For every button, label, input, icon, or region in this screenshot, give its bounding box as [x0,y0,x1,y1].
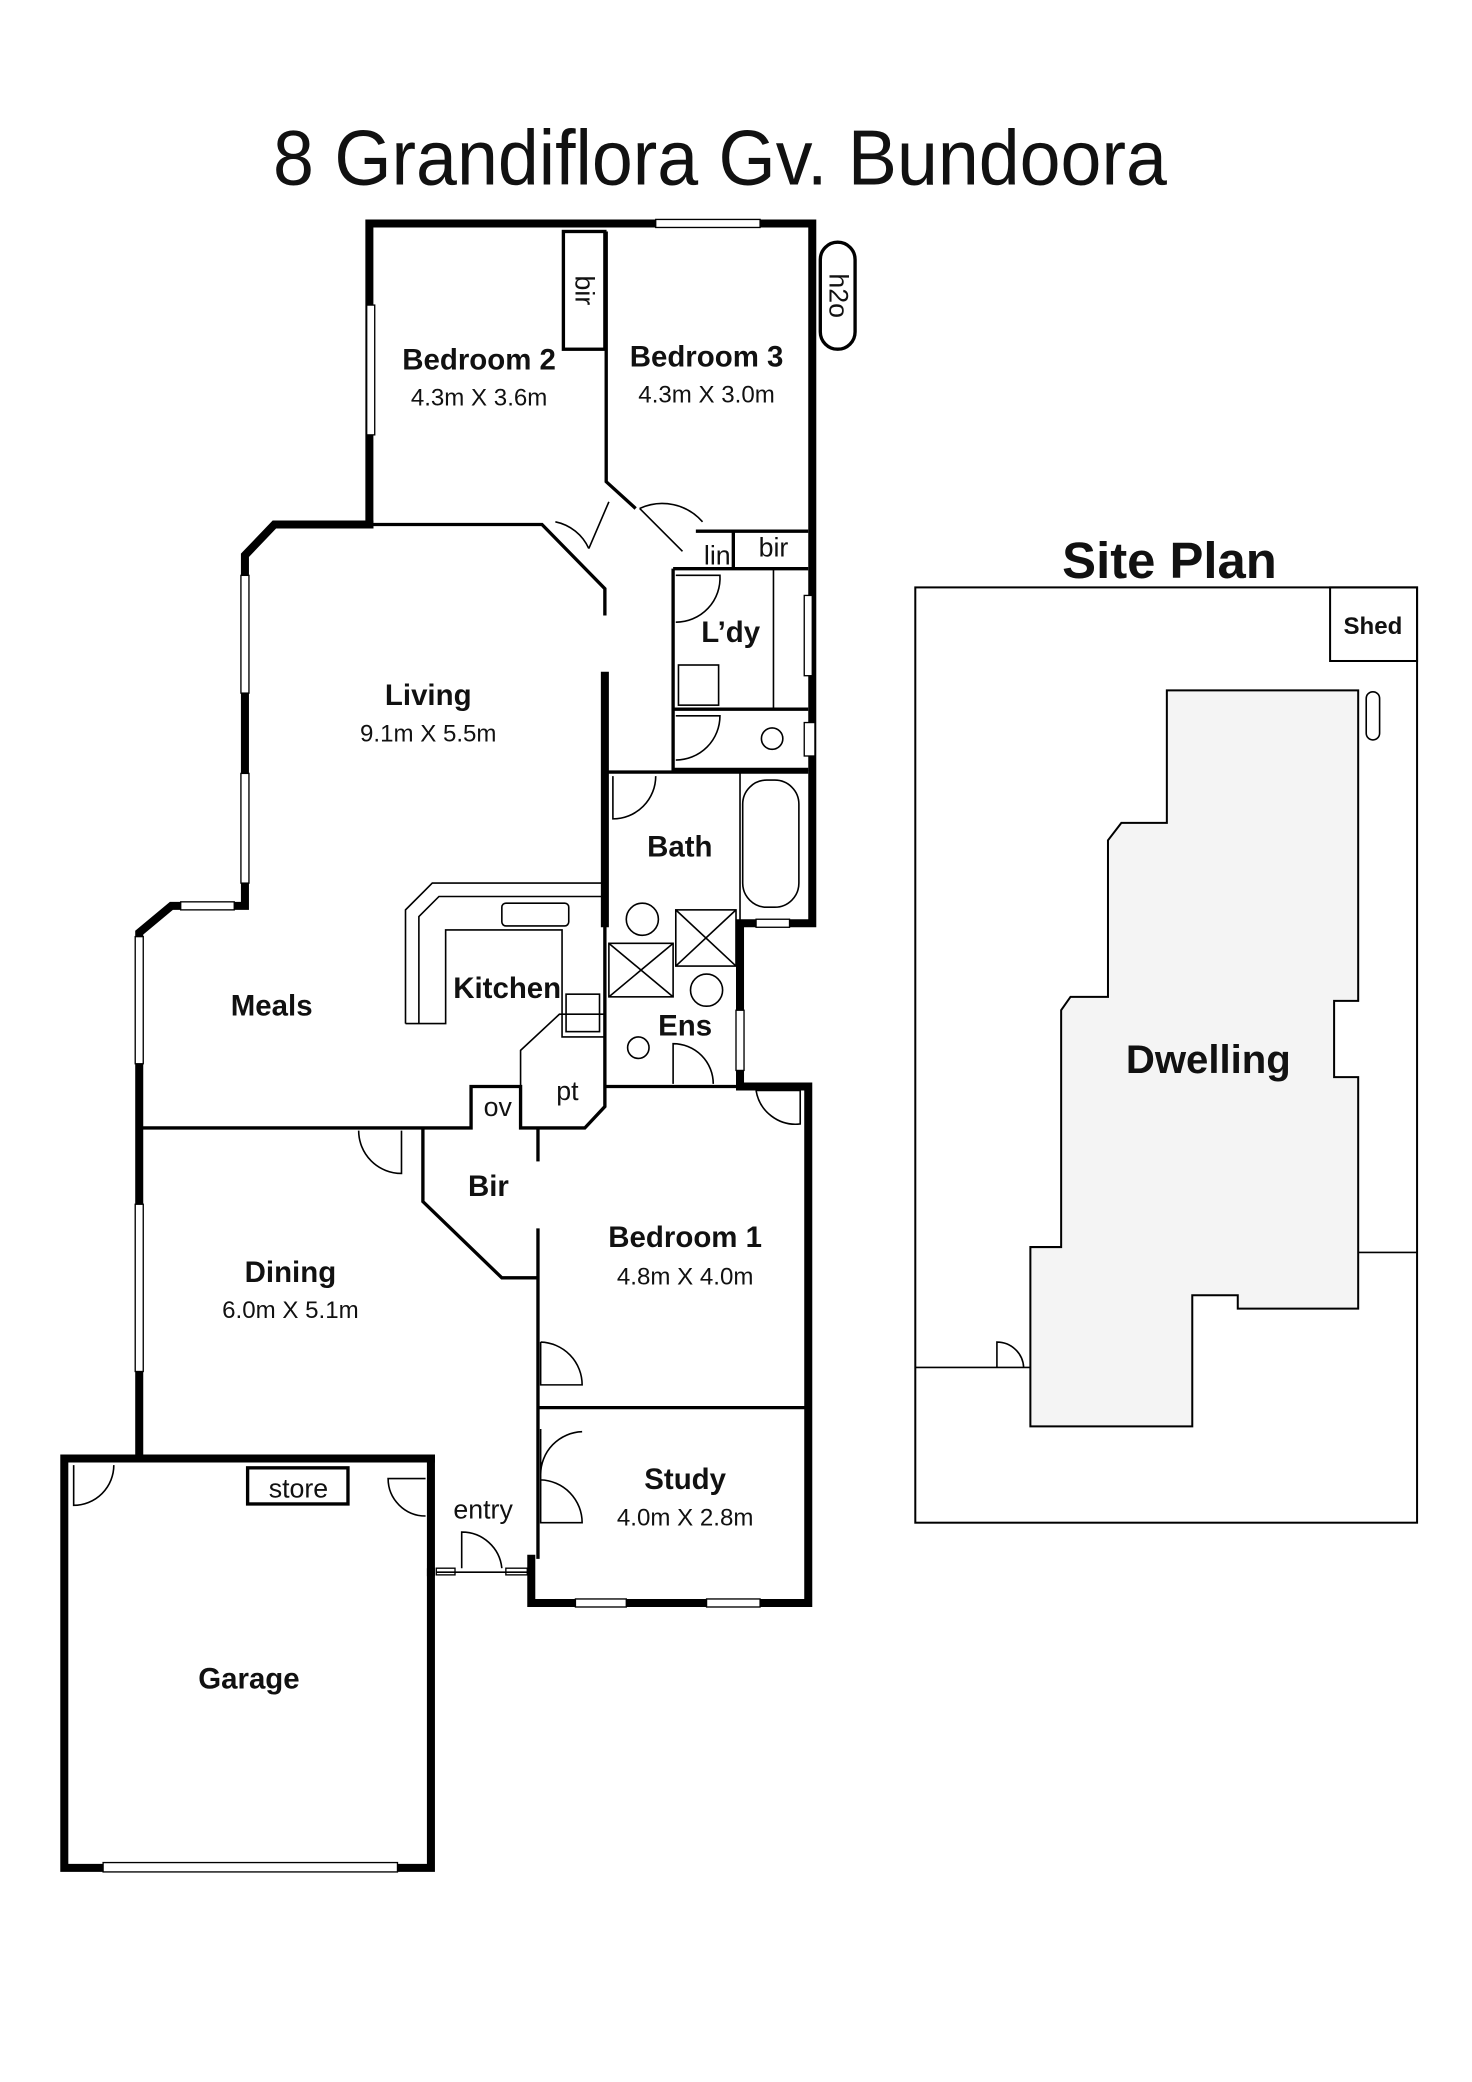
entry-name: entry [453,1495,513,1525]
bir-bed2-label: bir [569,275,599,305]
kitchen-name: Kitchen [453,972,561,1005]
bedroom1-size: 4.8m X 4.0m [617,1264,754,1291]
dining-name: Dining [245,1256,337,1289]
page-title: 8 Grandiflora Gv. Bundoora [273,116,1168,202]
bath-name: Bath [647,830,712,863]
doors [72,501,802,1569]
dining-size: 6.0m X 5.1m [222,1297,359,1324]
shed-label: Shed [1343,613,1402,640]
lin-label: lin [704,541,731,571]
water-tank: h2o [818,240,857,351]
ensuite-name: Ens [658,1010,712,1043]
room-labels: bir Bedroom 2 4.3m X 3.6m Bedroom 3 4.3m… [198,275,788,1695]
study-name: Study [644,1463,726,1496]
meals-name: Meals [231,990,313,1023]
site-plan: Site Plan Shed Dwelling [914,532,1419,1524]
dwelling-label: Dwelling [1126,1037,1291,1082]
h2o-label: h2o [824,273,854,318]
bir-bed3-label: bir [759,533,789,563]
dwelling-footprint [1029,689,1360,1428]
bedroom2-name: Bedroom 2 [402,343,556,376]
study-size: 4.0m X 2.8m [617,1504,754,1531]
bedroom3-size: 4.3m X 3.0m [638,382,775,409]
bir-main-label: Bir [468,1170,509,1203]
pt-label: pt [556,1076,579,1106]
exterior-walls [60,219,817,1872]
site-plan-title: Site Plan [1062,532,1277,589]
store-label: store [269,1473,328,1503]
laundry-name: L’dy [701,616,760,649]
garage-name: Garage [198,1663,299,1696]
bedroom3-name: Bedroom 3 [630,341,784,374]
bedroom1-name: Bedroom 1 [608,1221,762,1254]
living-size: 9.1m X 5.5m [360,720,496,747]
ov-label: ov [484,1092,513,1122]
windows [102,218,816,1873]
bedroom2-size: 4.3m X 3.6m [411,384,548,411]
interior-walls [139,229,809,1574]
living-name: Living [385,679,472,712]
